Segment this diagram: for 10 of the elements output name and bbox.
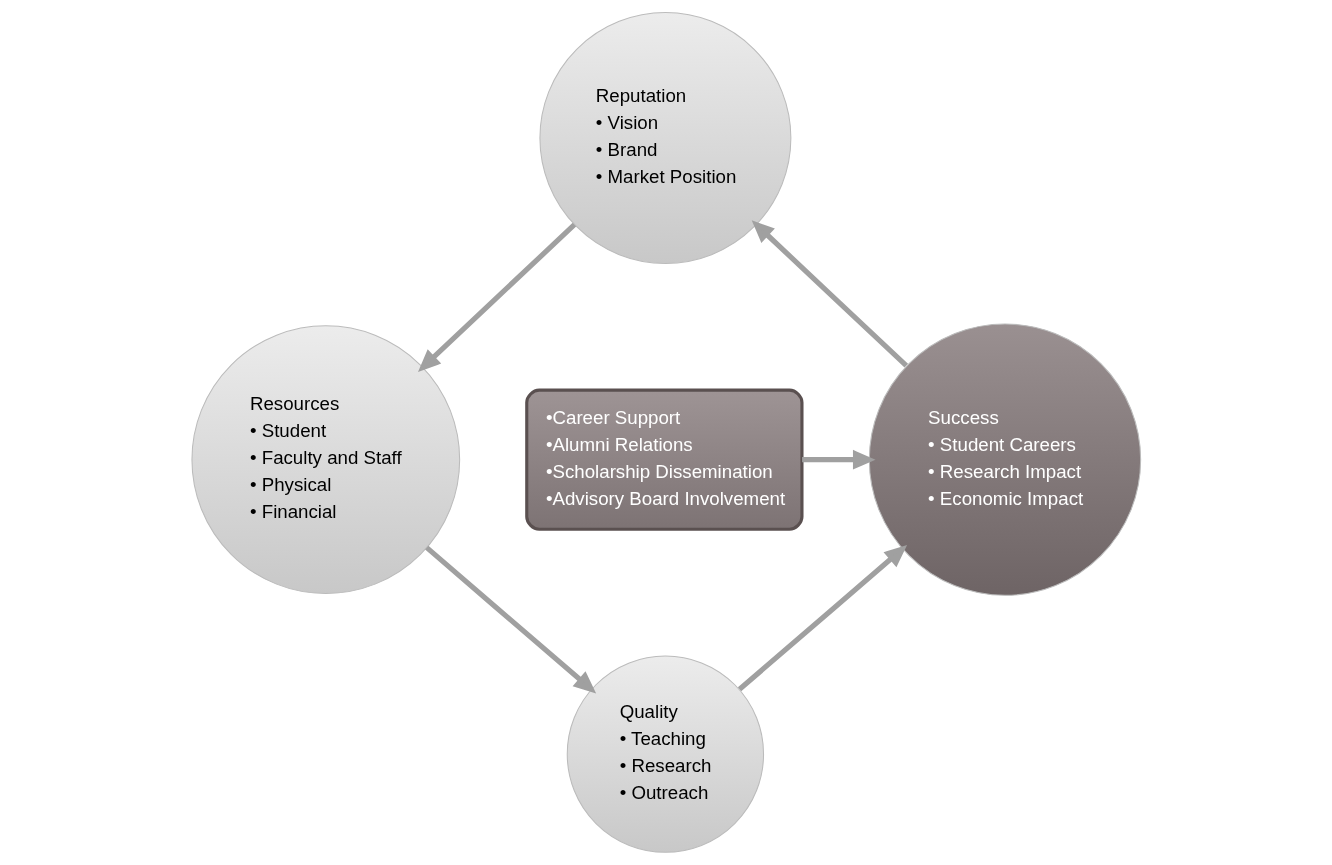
- arrow: [751, 220, 908, 368]
- node-circle: Resources • Student • Faculty and Staff • Physical • Financial: [190, 325, 460, 595]
- arrow: [424, 545, 596, 694]
- node-circle: Success • Student Careers • Research Impact • Economic Impact: [868, 323, 1141, 596]
- arrow: [737, 545, 907, 692]
- node-circle: Quality • Teaching • Research • Outreach: [566, 655, 764, 853]
- node-box: •Career Support •Alumni Relations •Scholarship Dissemination •Advisory Board Involvement: [524, 388, 803, 531]
- arrow: [801, 449, 876, 470]
- node-circle: Reputation • Vision • Brand • Market Position: [538, 12, 791, 264]
- arrow: [417, 222, 576, 372]
